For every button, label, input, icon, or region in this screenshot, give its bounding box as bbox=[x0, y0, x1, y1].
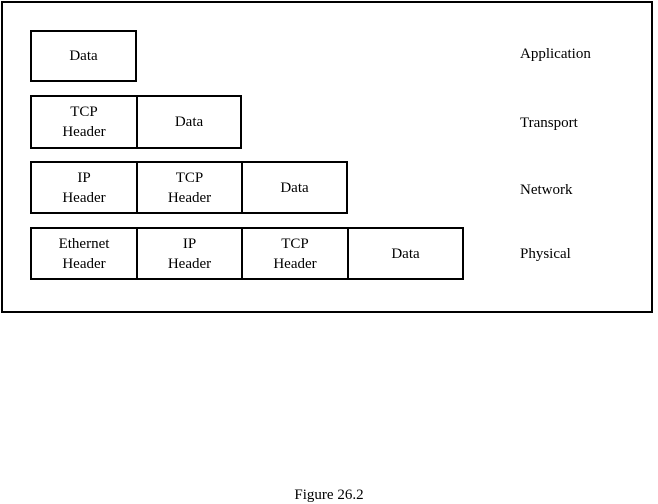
physical-data-cell: Data bbox=[391, 245, 420, 262]
physical-tcp-header-cell: TCP Header bbox=[243, 229, 349, 278]
layer-label-network: Network bbox=[520, 182, 573, 198]
network-tcp-header-cell: TCP Header bbox=[138, 163, 243, 212]
network-packet: IP Header TCP Header Data bbox=[30, 161, 348, 214]
layer-label-application: Application bbox=[520, 46, 591, 62]
transport-tcp-header-cell: TCP Header bbox=[32, 97, 138, 147]
network-ip-header-cell: IP Header bbox=[32, 163, 138, 212]
layer-label-physical: Physical bbox=[520, 246, 571, 262]
transport-data-cell: Data bbox=[174, 114, 204, 130]
physical-packet: Ethernet Header IP Header TCP Header Dat… bbox=[30, 227, 464, 280]
layer-label-transport: Transport bbox=[520, 115, 578, 131]
network-data-cell: Data bbox=[280, 179, 309, 196]
application-data-cell: Data bbox=[69, 48, 98, 64]
figure-caption: Figure 26.2 bbox=[294, 487, 364, 503]
transport-packet: TCP Header Data bbox=[30, 95, 242, 149]
physical-ethernet-header-cell: Ethernet Header bbox=[32, 229, 138, 278]
application-packet: Data bbox=[30, 30, 137, 82]
physical-ip-header-cell: IP Header bbox=[138, 229, 243, 278]
diagram-frame bbox=[1, 1, 653, 313]
